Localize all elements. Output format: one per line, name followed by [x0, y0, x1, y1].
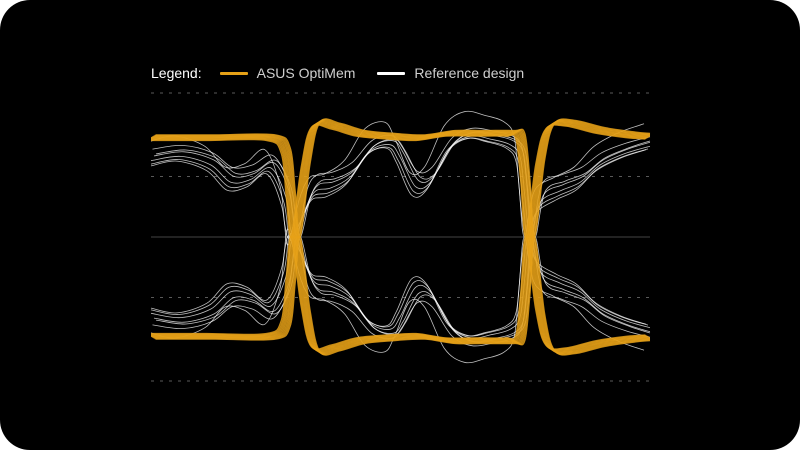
- legend-title: Legend:: [151, 65, 202, 81]
- reference-design-trace: [150, 135, 651, 239]
- legend-label-reference: Reference design: [414, 65, 525, 81]
- reference-design-trace: [155, 236, 651, 343]
- optimem-trace: [155, 118, 651, 238]
- reference-design-trace: [150, 235, 645, 364]
- reference-design-trace: [150, 235, 651, 339]
- reference-design-trace: [153, 131, 651, 239]
- reference-design-trace: [155, 131, 651, 238]
- legend-entry-reference: Reference design: [377, 65, 524, 81]
- optimem-trace: [155, 236, 651, 356]
- legend-swatch-optimem: [219, 71, 248, 75]
- optimem-traces: [150, 118, 651, 356]
- legend-swatch-reference: [377, 71, 406, 75]
- reference-design-trace: [153, 235, 651, 343]
- legend: Legend: ASUS OptiMem Reference design: [151, 64, 546, 82]
- legend-entry-optimem: ASUS OptiMem: [219, 65, 356, 81]
- legend-label-optimem: ASUS OptiMem: [256, 65, 356, 81]
- reference-design-trace: [150, 110, 645, 239]
